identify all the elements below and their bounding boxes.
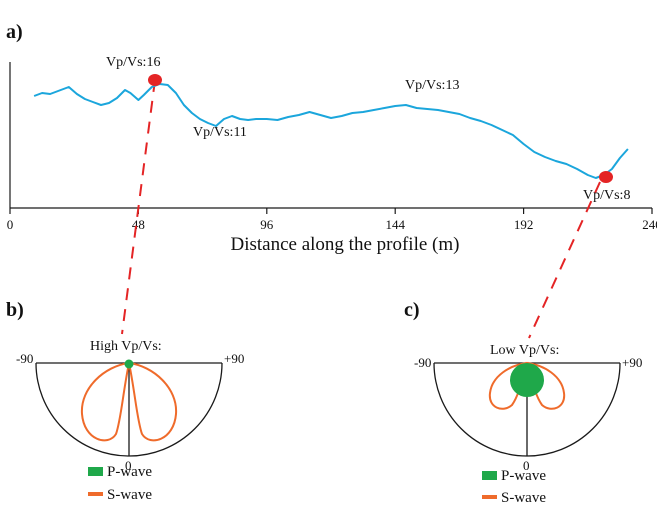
polar-right-label-low: +90 <box>622 355 642 370</box>
annotation-vpvs-8: Vp/Vs:8 <box>583 188 630 203</box>
p-wave-radiation-high <box>124 359 134 369</box>
legend-label-s-wave-b: S-wave <box>107 487 152 503</box>
polar-left-label-low: -90 <box>414 355 431 370</box>
legend-swatch-p-wave-b <box>88 467 103 476</box>
annotation-vpvs-11: Vp/Vs:11 <box>193 125 247 140</box>
x-tick-label: 48 <box>132 217 145 232</box>
legend-swatch-p-wave-c <box>482 471 497 480</box>
legend-label-s-wave-c: S-wave <box>501 490 546 506</box>
p-wave-radiation-low <box>510 363 544 397</box>
panel-c-label: c) <box>404 299 420 321</box>
polar-left-label-high: -90 <box>16 351 33 366</box>
polar-plot-low: Low Vp/Vs: -90 +90 0 <box>414 343 642 473</box>
series-line-profile <box>33 83 629 179</box>
x-tick-label: 240 <box>642 217 657 232</box>
legend-label-p-wave-c: P-wave <box>501 468 546 484</box>
polar-bottom-label-low: 0 <box>523 458 530 473</box>
marker-high-vpvs <box>148 74 162 86</box>
annotation-vpvs-13: Vp/Vs:13 <box>405 78 459 93</box>
s-wave-lobe-right-high <box>127 361 178 442</box>
annotation-vpvs-16: Vp/Vs:16 <box>106 55 160 70</box>
x-tick-label: 0 <box>7 217 14 232</box>
marker-low-vpvs <box>599 171 613 183</box>
legend-label-p-wave-b: P-wave <box>107 464 152 480</box>
polar-title-high: High Vp/Vs: <box>90 339 162 354</box>
polar-bottom-label-high: 0 <box>125 458 132 473</box>
polar-title-low: Low Vp/Vs: <box>490 343 559 358</box>
connector-low-dashed <box>528 181 601 339</box>
x-tick-label: 96 <box>260 217 274 232</box>
connector-high-dashed <box>121 79 156 335</box>
x-ticks: 0 48 96 144 192 240 <box>7 208 657 232</box>
x-tick-label: 192 <box>514 217 534 232</box>
polar-right-label-high: +90 <box>224 351 244 366</box>
legend-swatch-s-wave-b <box>88 492 103 496</box>
panel-a-label: a) <box>6 21 23 43</box>
x-tick-label: 144 <box>385 217 405 232</box>
legend-swatch-s-wave-c <box>482 495 497 499</box>
polar-plot-high: High Vp/Vs: -90 +90 0 <box>16 339 244 473</box>
x-axis-title: Distance along the profile (m) <box>231 234 460 255</box>
panel-b-label: b) <box>6 299 24 321</box>
s-wave-lobe-left-high <box>80 361 131 442</box>
